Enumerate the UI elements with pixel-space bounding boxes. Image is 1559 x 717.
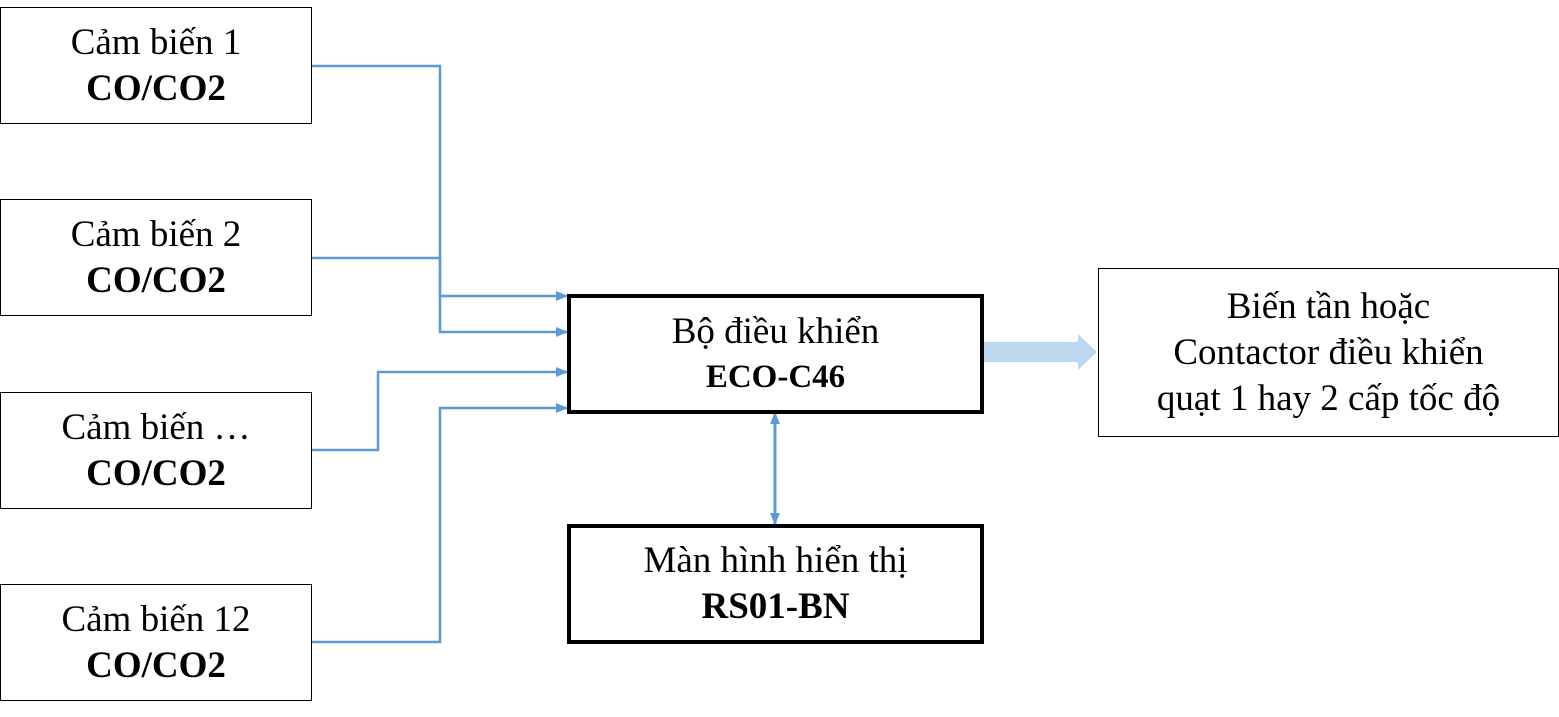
sensor-name: Cảm biến … bbox=[61, 406, 251, 448]
display-label: Màn hình hiển thị bbox=[643, 540, 908, 581]
sensor-name: Cảm biến 2 bbox=[70, 213, 242, 255]
sensor-name: Cảm biến 12 bbox=[61, 598, 251, 640]
controller-box: Bộ điều khiển ECO-C46 bbox=[567, 294, 984, 414]
controller-model: ECO-C46 bbox=[705, 359, 846, 395]
output-box: Biến tần hoặc Contactor điều khiển quạt … bbox=[1098, 268, 1559, 437]
connector-sensor-12 bbox=[311, 403, 568, 644]
output-line-1: Biến tần hoặc bbox=[1226, 285, 1431, 327]
sensor-box-2: Cảm biến 2 CO/CO2 bbox=[0, 199, 312, 316]
connector-sensor-3 bbox=[311, 367, 568, 452]
display-box: Màn hình hiển thị RS01-BN bbox=[567, 524, 984, 644]
sensor-type: CO/CO2 bbox=[86, 67, 226, 109]
output-line-2: Contactor điều khiển bbox=[1173, 331, 1484, 373]
sensor-type: CO/CO2 bbox=[86, 452, 226, 494]
connector-sensor-1 bbox=[311, 64, 568, 301]
sensor-type: CO/CO2 bbox=[86, 644, 226, 686]
output-arrow bbox=[984, 334, 1097, 370]
connector-sensor-2 bbox=[311, 256, 568, 337]
sensor-box-1: Cảm biến 1 CO/CO2 bbox=[0, 7, 312, 124]
display-model: RS01-BN bbox=[701, 586, 850, 627]
sensor-name: Cảm biến 1 bbox=[70, 21, 242, 63]
sensor-box-12: Cảm biến 12 CO/CO2 bbox=[0, 584, 312, 701]
output-line-3: quạt 1 hay 2 cấp tốc độ bbox=[1156, 377, 1501, 419]
sensor-box-3: Cảm biến … CO/CO2 bbox=[0, 392, 312, 509]
sensor-type: CO/CO2 bbox=[86, 259, 226, 301]
controller-label: Bộ điều khiển bbox=[671, 311, 880, 352]
